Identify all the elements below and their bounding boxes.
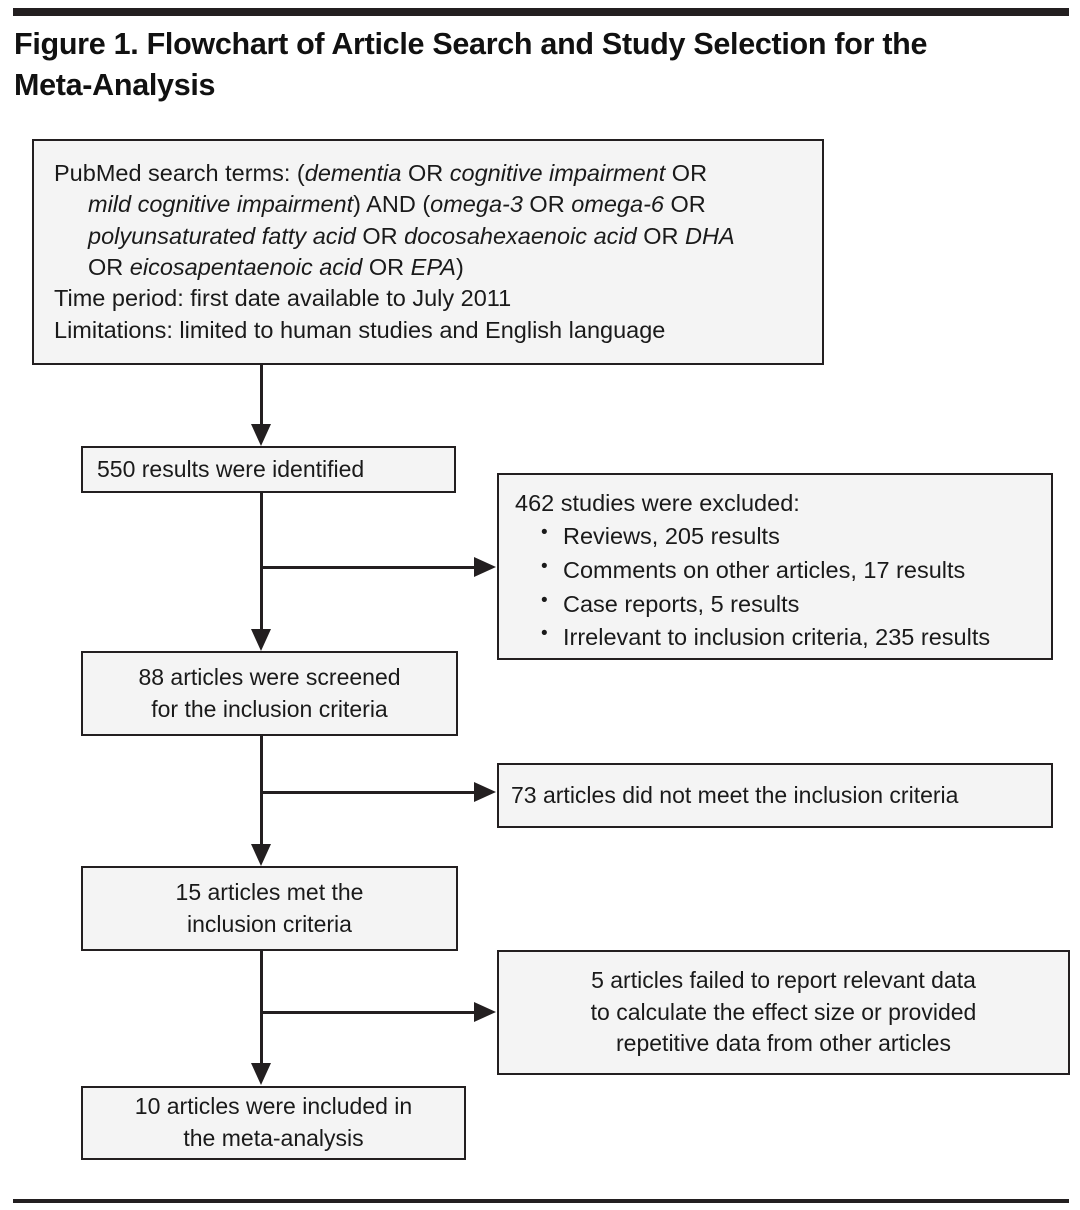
search-terms-line-4: OR eicosapentaenoic acid OR EPA) (54, 252, 802, 283)
node-articles-screened-line-2: for the inclusion criteria (151, 695, 388, 722)
node-articles-screened-line-1: 88 articles were screened (138, 663, 401, 690)
search-term-epa-long: eicosapentaenoic acid (129, 254, 363, 281)
search-term-dementia: dementia (304, 160, 402, 186)
arrow-met-to-failed (474, 1002, 496, 1022)
arrow-met-to-included (251, 1063, 271, 1085)
list-item: Irrelevant to inclusion criteria, 235 re… (541, 620, 1037, 655)
connector-met-to-failed (260, 1011, 475, 1014)
search-terms-line-3: polyunsaturated fatty acid OR docosahexa… (54, 221, 802, 252)
search-term-cognitive-impairment: cognitive impairment (449, 160, 666, 186)
excluded-studies-list: Reviews, 205 results Comments on other a… (515, 519, 1037, 655)
node-articles-screened: 88 articles were screened for the inclus… (81, 651, 458, 736)
search-term-mild-cognitive-impairment: mild cognitive impairment (88, 191, 354, 218)
search-term-dha-long: docosahexaenoic acid (404, 222, 637, 249)
node-articles-included: 10 articles were included in the meta-an… (81, 1086, 466, 1160)
search-terms-line-1: PubMed search terms: (dementia OR cognit… (54, 158, 802, 189)
arrow-identified-to-screened (251, 629, 271, 651)
page-title-line-2: Meta-Analysis (14, 67, 216, 102)
node-articles-met-criteria-line-1: 15 articles met the (175, 878, 364, 905)
search-term-omega-3: omega-3 (430, 191, 523, 218)
search-terms-line-1-mid: OR (401, 160, 450, 186)
arrow-identified-to-excluded (474, 557, 496, 577)
page-title: Figure 1. Flowchart of Article Search an… (14, 24, 1014, 105)
failed-report-line-3: repetitive data from other articles (616, 1030, 951, 1057)
excluded-studies-box: 462 studies were excluded: Reviews, 205 … (497, 473, 1053, 660)
search-terms-line-4-prefix: OR (88, 254, 130, 281)
search-terms-line-4-mid: OR (362, 254, 411, 281)
node-articles-met-criteria-line-2: inclusion criteria (187, 910, 352, 937)
connector-search-to-identified (260, 365, 263, 425)
page-title-line-1: Figure 1. Flowchart of Article Search an… (14, 27, 928, 61)
search-term-dha: DHA (685, 222, 735, 249)
search-terms-time-period: Time period: first date available to Jul… (54, 285, 512, 312)
connector-identified-to-screened (260, 493, 263, 630)
list-item: Case reports, 5 results (541, 587, 1037, 622)
node-results-identified-label: 550 results were identified (97, 455, 365, 482)
search-terms-line-1-suffix: OR (665, 160, 708, 186)
list-item: Comments on other articles, 17 results (541, 553, 1037, 588)
search-term-epa: EPA (410, 254, 456, 281)
top-rule (13, 8, 1069, 16)
node-articles-met-criteria: 15 articles met the inclusion criteria (81, 866, 458, 951)
excluded-studies-header: 462 studies were excluded: (515, 490, 800, 516)
failed-report-line-2: to calculate the effect size or provided (590, 998, 977, 1025)
search-terms-limitations: Limitations: limited to human studies an… (54, 316, 666, 343)
search-terms-line-2: mild cognitive impairment) AND (omega-3 … (54, 189, 802, 220)
connector-identified-to-excluded (260, 566, 475, 569)
node-results-identified: 550 results were identified (81, 446, 456, 493)
connector-screened-to-not-met (260, 791, 475, 794)
search-term-pufa: polyunsaturated fatty acid (88, 222, 356, 249)
search-term-omega-6: omega-6 (571, 191, 664, 218)
search-terms-line-4-suffix: ) (455, 254, 464, 281)
not-met-criteria-label: 73 articles did not meet the inclusion c… (511, 781, 959, 808)
node-articles-included-line-2: the meta-analysis (183, 1125, 364, 1151)
search-terms-line-2-mid-1: ) AND ( (353, 191, 431, 218)
search-terms-line-3-mid-2: OR (636, 222, 685, 249)
search-terms-line-2-mid-2: OR (522, 191, 572, 218)
list-item: Reviews, 205 results (541, 519, 1037, 554)
node-articles-included-line-1: 10 articles were included in (134, 1093, 413, 1120)
arrow-screened-to-not-met (474, 782, 496, 802)
arrow-search-to-identified (251, 424, 271, 446)
not-met-criteria-box: 73 articles did not meet the inclusion c… (497, 763, 1053, 828)
failed-report-line-1: 5 articles failed to report relevant dat… (591, 966, 976, 993)
search-terms-box: PubMed search terms: (dementia OR cognit… (32, 139, 824, 365)
arrow-screened-to-met (251, 844, 271, 866)
failed-report-box: 5 articles failed to report relevant dat… (497, 950, 1070, 1075)
search-terms-line-3-mid-1: OR (355, 222, 405, 249)
bottom-rule (13, 1199, 1069, 1203)
connector-met-to-included (260, 951, 263, 1064)
search-terms-line-1-prefix: PubMed search terms: ( (54, 160, 305, 186)
search-terms-line-2-suffix: OR (663, 191, 706, 218)
